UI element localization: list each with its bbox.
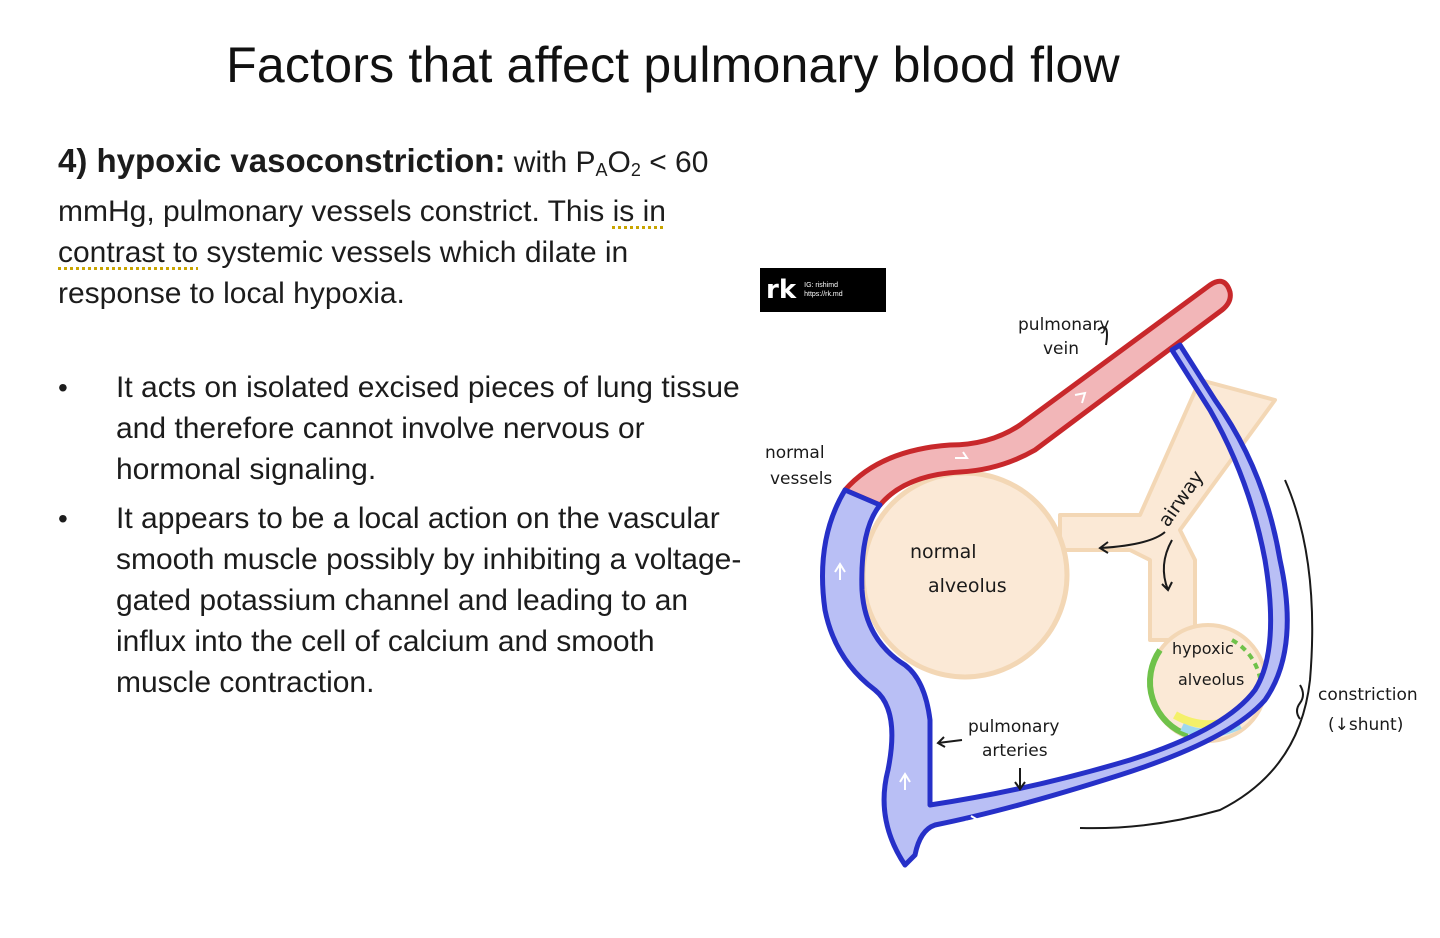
watermark-line-1: IG: rishimd: [804, 282, 838, 289]
lead-text-4: systemic vessels which dilate in respons…: [58, 236, 629, 310]
lead-paragraph: 4) hypoxic vasoconstriction: with PAO2 <…: [58, 140, 758, 314]
label-normal-alveolus-2: alveolus: [928, 575, 1007, 597]
label-constriction-2: (↓shunt): [1328, 715, 1403, 735]
label-constriction-1: constriction: [1318, 685, 1418, 705]
label-pulmonary-arteries-2: arteries: [982, 741, 1048, 761]
label-pulmonary-vein-2: vein: [1043, 339, 1079, 359]
label-hypoxic-alveolus-1: hypoxic: [1172, 639, 1234, 658]
watermark-line-2: https://rk.md: [804, 291, 843, 298]
lead-text-1: with P: [513, 146, 596, 179]
subscript-a: A: [595, 160, 608, 180]
pulmonary-vein: [842, 278, 1233, 508]
watermark-text: IG: rishimd https://rk.md: [804, 281, 843, 299]
subscript-2: 2: [630, 160, 641, 180]
label-normal-alveolus-1: normal: [910, 541, 977, 563]
watermark-logo: rk: [766, 275, 797, 305]
lead-text-3: < 60 mmHg, pulmonary vessels constrict. …: [58, 146, 709, 228]
annotation-arrows: [936, 326, 1314, 830]
watermark-badge: rk IG: rishimd https://rk.md: [760, 268, 886, 312]
label-pulmonary-vein-1: pulmonary: [1018, 315, 1110, 335]
lead-heading: 4) hypoxic vasoconstriction:: [58, 142, 506, 179]
bullet-item-2: It appears to be a local action on the v…: [58, 498, 748, 703]
bullet-list: It acts on isolated excised pieces of lu…: [58, 367, 748, 711]
label-hypoxic-alveolus-2: alveolus: [1178, 670, 1244, 689]
pulmonary-arteries: [820, 342, 1290, 868]
label-normal-vessels-2: vessels: [770, 469, 832, 489]
label-pulmonary-arteries-1: pulmonary: [968, 717, 1060, 737]
pulmonary-circulation-diagram: pulmonary vein normal vessels airway nor…: [765, 278, 1418, 868]
lead-text-2: O: [607, 146, 631, 179]
lead-underlined-text: is in contrast to: [58, 195, 666, 269]
label-normal-vessels-1: normal: [765, 443, 825, 463]
bullet-item-1: It acts on isolated excised pieces of lu…: [58, 367, 748, 490]
slide-title: Factors that affect pulmonary blood flow: [226, 37, 1120, 93]
